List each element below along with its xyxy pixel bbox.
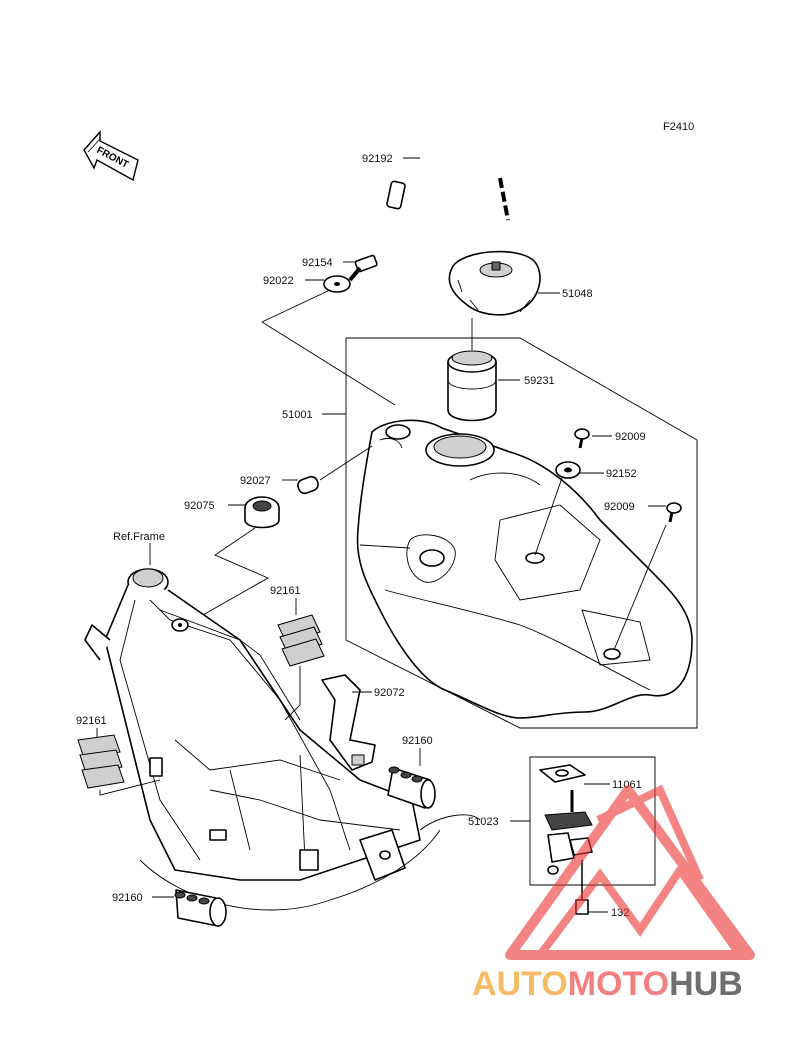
filler-59231 <box>447 350 497 422</box>
label-92192: 92192 <box>362 153 393 165</box>
bolt-92009-rear <box>666 502 682 523</box>
label-11061: 11061 <box>612 779 642 791</box>
label-92075: 92075 <box>184 500 215 512</box>
fuel-tank-51001 <box>356 419 693 719</box>
watermark-logo-icon <box>505 784 755 960</box>
label-92154: 92154 <box>302 257 333 269</box>
damper-92160-upper <box>387 766 436 809</box>
damper-92161-left <box>77 734 125 789</box>
label-92009-rear: 92009 <box>604 501 635 513</box>
label-92160-upper: 92160 <box>402 735 433 747</box>
label-92009-top: 92009 <box>615 431 646 443</box>
watermark-auto: AUTO <box>472 965 568 1003</box>
bolt-92154 <box>348 254 378 282</box>
watermark-hub: HUB <box>669 965 743 1003</box>
label-59231: 59231 <box>524 375 555 387</box>
label-92161-left: 92161 <box>76 715 107 727</box>
label-51001: 51001 <box>282 409 313 421</box>
ref-frame-label: Ref.Frame <box>113 531 165 543</box>
watermark-text: AUTOMOTOHUB <box>472 965 743 1003</box>
label-92160-lower: 92160 <box>112 892 143 904</box>
frame <box>84 568 481 911</box>
label-92152: 92152 <box>606 468 637 480</box>
label-51048: 51048 <box>562 288 593 300</box>
damper-92161-upper <box>277 614 325 667</box>
collar-92027 <box>297 475 319 495</box>
damper-92160-lower <box>174 889 227 927</box>
front-arrow-icon: FRONT <box>83 130 139 182</box>
label-92072: 92072 <box>374 687 405 699</box>
label-92027: 92027 <box>240 475 271 487</box>
breather-hose <box>386 148 510 221</box>
bracket-92072 <box>321 674 376 771</box>
figure-code: F2410 <box>663 121 694 133</box>
washer-92152 <box>555 461 581 479</box>
bolt-92009-top <box>574 428 590 449</box>
washer-92022 <box>323 275 351 293</box>
grommet-92075 <box>244 496 280 529</box>
watermark-moto: MOTO <box>568 965 669 1003</box>
label-51023: 51023 <box>468 816 499 828</box>
label-92161-upper: 92161 <box>270 585 301 597</box>
fuel-cap-51048 <box>448 250 541 316</box>
fuel-cock-51023 <box>539 764 593 875</box>
label-92022: 92022 <box>263 275 294 287</box>
